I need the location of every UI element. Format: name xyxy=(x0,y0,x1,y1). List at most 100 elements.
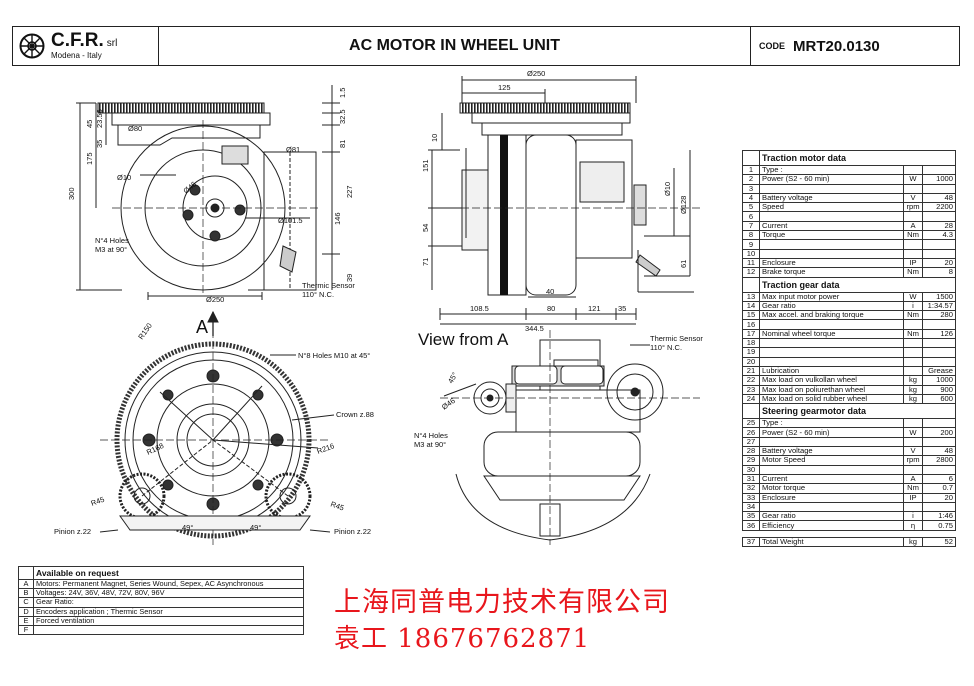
spec-row-unit xyxy=(903,338,923,349)
spec-row-label: Current xyxy=(759,220,904,232)
dim-71: 71 xyxy=(421,258,430,266)
spec-row-label: Nominal wheel torque xyxy=(759,328,904,340)
callout-thermic-2: Thermic Sensor xyxy=(650,334,703,343)
spec-row-label: Motor Speed xyxy=(759,455,904,466)
spec-row-unit: V xyxy=(903,192,923,204)
spec-section-title: Traction gear data xyxy=(759,276,956,293)
spec-row-label: Motor torque xyxy=(759,483,904,494)
spec-row-label xyxy=(759,436,904,448)
spec-row-value: 48 xyxy=(922,192,956,204)
spec-row-label: Efficiency xyxy=(759,520,904,531)
spec-row-number: 18 xyxy=(742,338,760,349)
gear-view xyxy=(99,310,335,545)
spec-row-value xyxy=(922,164,956,176)
spec-row-label: Gear ratio xyxy=(759,511,904,522)
spec-row: 18 xyxy=(742,338,956,349)
dim-344-5: 344.5 xyxy=(525,324,544,333)
spec-row-label: Max load on solid rubber wheel xyxy=(759,393,904,405)
spec-row-number: 15 xyxy=(742,310,760,321)
spec-row-unit: i xyxy=(903,511,923,522)
spec-row-label: Max load on vulkollan wheel xyxy=(759,375,904,386)
spec-row-unit: rpm xyxy=(903,455,923,466)
dim-175: 175 xyxy=(85,152,94,165)
spec-row-value: 6 xyxy=(922,473,956,485)
spec-row-unit xyxy=(903,501,923,513)
spec-row-label: Speed xyxy=(759,202,904,213)
spec-row-unit: η xyxy=(903,520,923,531)
spec-row-value: 900 xyxy=(922,384,956,395)
spec-row-value xyxy=(922,418,956,429)
spec-row-label: Current xyxy=(759,473,904,485)
dim-146: 146 xyxy=(333,212,342,225)
dim-32-5: 32.5 xyxy=(338,109,347,124)
spec-row: 34 xyxy=(742,501,956,513)
spec-row-unit: Nm xyxy=(903,267,923,278)
spec-row-number: 9 xyxy=(742,239,760,250)
callout-crown: Crown z.88 xyxy=(336,410,374,419)
spec-row-number: 24 xyxy=(742,393,760,405)
request-title: Available on request xyxy=(33,566,304,580)
dim-35-h: 35 xyxy=(618,304,626,313)
spec-row-number: 35 xyxy=(742,511,760,522)
spec-row-number: 36 xyxy=(742,520,760,531)
spec-row-unit: kg xyxy=(903,536,923,548)
spec-row-label: Gear ratio xyxy=(759,300,904,312)
request-row-text: Forced ventilation xyxy=(33,615,304,626)
spec-row-label: Battery voltage xyxy=(759,445,904,457)
dim-81: 81 xyxy=(338,140,347,148)
spec-row-label: Power (S2 - 60 min) xyxy=(759,427,904,438)
spec-row-number: 30 xyxy=(742,464,760,475)
dim-49-left: 49° xyxy=(182,523,193,532)
spec-section-title: Traction motor data xyxy=(759,150,956,166)
dim-54: 54 xyxy=(421,224,430,232)
spec-row-label: Enclosure xyxy=(759,492,904,503)
code-value: MRT20.0130 xyxy=(793,37,880,55)
spec-row-value xyxy=(922,356,956,367)
spec-row-number: 34 xyxy=(742,501,760,513)
company-name: C.F.R. xyxy=(51,29,104,51)
spec-row-value: 8 xyxy=(922,267,956,278)
spec-row-number: 20 xyxy=(742,356,760,367)
spec-row-label: Type : xyxy=(759,164,904,176)
spec-row-number: 25 xyxy=(742,418,760,429)
request-row-key: F xyxy=(18,624,34,636)
request-row-text xyxy=(33,624,304,636)
callout-thermic-b: 110° N.C. xyxy=(302,290,334,299)
spec-row: 20 xyxy=(742,356,956,367)
request-row: F xyxy=(18,624,304,636)
spec-row-value: 0.7 xyxy=(922,483,956,494)
spec-section-header: Traction motor data xyxy=(742,150,956,166)
spec-section-header: Steering gearmotor data xyxy=(742,403,956,420)
spec-row-label xyxy=(759,248,904,259)
dim-d10-right: Ø10 xyxy=(663,182,672,196)
spec-row-unit: Nm xyxy=(903,328,923,340)
dim-108-5: 108.5 xyxy=(470,304,489,313)
dim-45-deg: 45° xyxy=(446,371,459,385)
dim-d46-bottom: Ø46 xyxy=(440,396,457,412)
spec-row-unit xyxy=(903,183,923,194)
spec-row-number: 23 xyxy=(742,384,760,395)
dim-39: 39 xyxy=(345,274,354,282)
dim-r45-right: R45 xyxy=(329,499,345,512)
spec-row-number: 12 xyxy=(742,267,760,278)
request-row-key: D xyxy=(18,606,34,617)
cfr-logo-icon xyxy=(19,33,45,59)
spec-row-number: 37 xyxy=(742,536,760,548)
spec-row-unit xyxy=(903,164,923,176)
dim-d250-top: Ø250 xyxy=(527,69,545,78)
spec-row-unit xyxy=(903,239,923,250)
spec-row-number: 14 xyxy=(742,300,760,312)
spec-row-number: 8 xyxy=(742,230,760,241)
